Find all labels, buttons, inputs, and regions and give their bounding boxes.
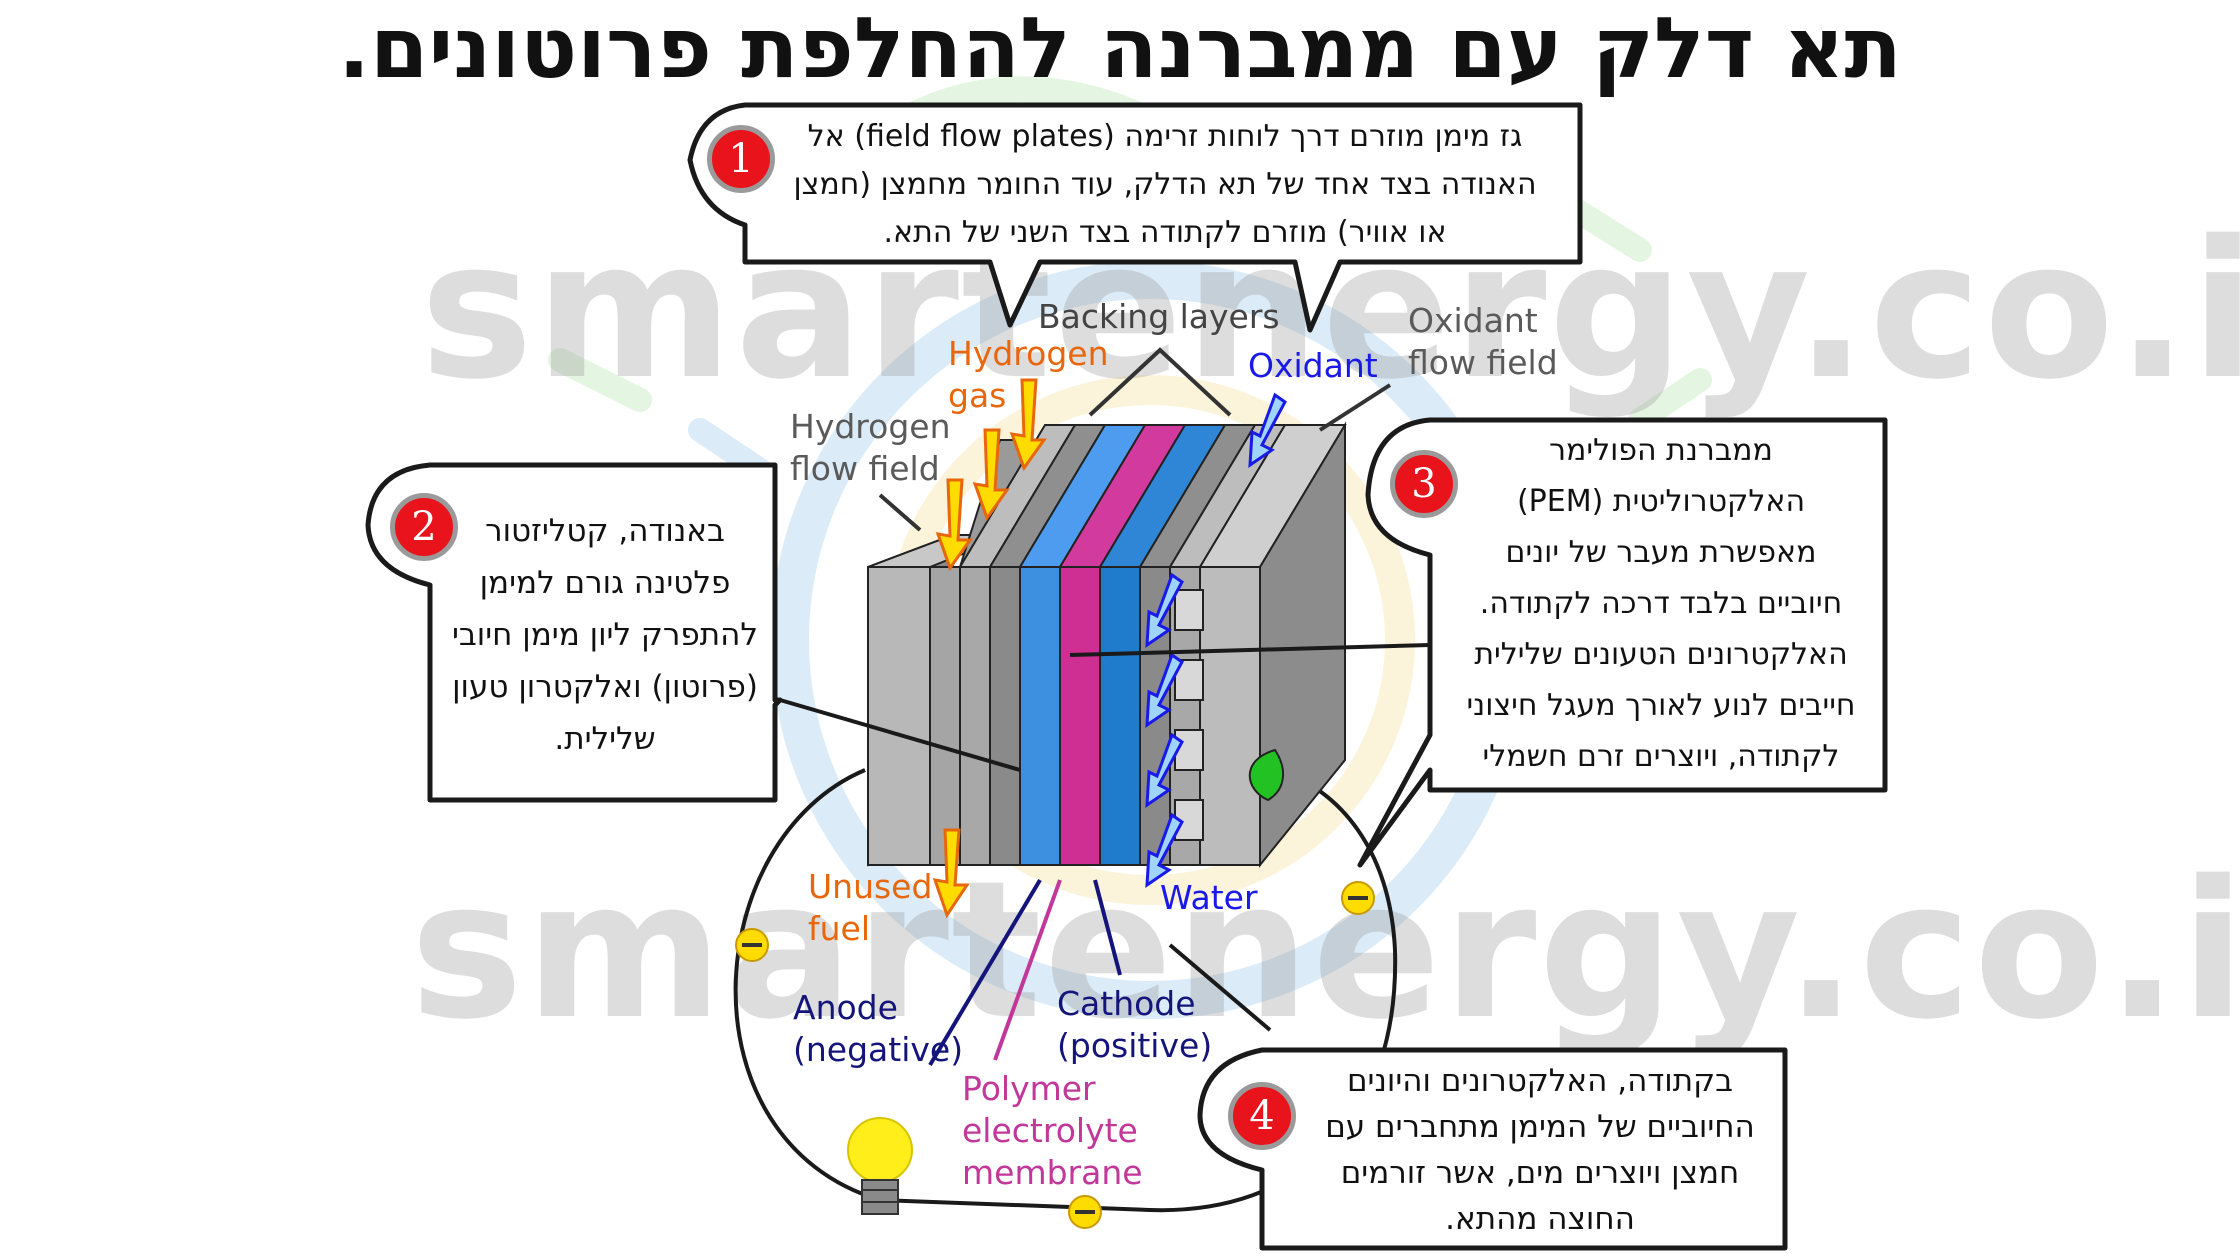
hydrogen-flow-field-plate: [867, 439, 1042, 867]
label-line: Polymer: [962, 1069, 1096, 1108]
hydrogen-arrow-icon: [935, 378, 1047, 572]
label-line: Hydrogen: [948, 334, 1109, 373]
oxidant-label: Oxidant: [1248, 346, 1378, 385]
label-line: Oxidant: [1408, 301, 1538, 340]
callout-2-pointer: [779, 698, 1021, 772]
leaf-icon: [1248, 748, 1284, 802]
callout-line: האנודה בצד אחד של תא הדלק, עוד החומר מחמ…: [793, 167, 1537, 202]
label-line: membrane: [962, 1153, 1143, 1192]
callout-4-bubble: [1197, 1047, 1788, 1251]
label-line: Hydrogen: [790, 407, 951, 446]
page-title: תא דלק עם ממברנה להחלפת פרוטונים.: [338, 0, 1902, 97]
water-label: Water: [1160, 878, 1258, 917]
pem-label: Polymer electrolyte membrane: [962, 1068, 1143, 1194]
callout-line: האלקטרונים הטעונים שלילית: [1474, 637, 1848, 672]
electron-icon: [735, 881, 1375, 1229]
watermark-bottom: smartenergy.co.il: [410, 840, 2240, 1061]
callout-2-bubble: [365, 462, 783, 803]
callout-3-pointer: [1069, 643, 1431, 657]
cathode-label: Cathode (positive): [1057, 983, 1212, 1067]
callout-2-text: באנודה, קטליזטור פלטינה גורם למימן להתפר…: [440, 505, 770, 765]
callout-line: בקתודה, האלקטרונים והיונים: [1346, 1063, 1734, 1099]
layer-stack: [958, 424, 1287, 866]
oxidant-flow-field-pointer: [1318, 383, 1392, 432]
oxidant-flow-field-plate: [1174, 421, 1347, 868]
oxidant-arrow-icon: [1248, 392, 1287, 468]
callout-line: חייבים לנוע לאורך מעגל חיצוני: [1466, 688, 1856, 723]
callout-3-bubble: [1357, 417, 1888, 868]
backing-layers-pointer: [1088, 347, 1232, 417]
oxidant-flow-field-label: Oxidant flow field: [1408, 300, 1558, 384]
anode-label: Anode (negative): [793, 987, 963, 1071]
callout-4-number-badge: 4: [1228, 1082, 1296, 1150]
unused-fuel-arrow-icon: [932, 828, 970, 919]
label-line: Cathode: [1057, 984, 1196, 1023]
label-line: flow field: [1408, 343, 1558, 382]
water-arrow-icon: [1145, 572, 1184, 888]
hydrogen-flow-field-label: Hydrogen flow field: [790, 406, 951, 490]
callout-1-number-badge: 1: [707, 125, 775, 193]
callout-1-bubble: [687, 102, 1583, 333]
callout-4-text: בקתודה, האלקטרונים והיונים החיוביים של ה…: [1300, 1058, 1780, 1242]
unused-fuel-label: Unused fuel: [808, 866, 932, 950]
callout-line: חמצן ויוצרים מים, אשר זורמים: [1340, 1155, 1740, 1191]
cathode-pointer: [1093, 879, 1122, 976]
pem-pointer: [993, 879, 1062, 1061]
callout-1-text: גז מימן מוזרם דרך לוחות זרימה (field flo…: [760, 113, 1570, 257]
callout-line: החיוביים של המימן מתחברים עם: [1325, 1109, 1755, 1145]
callout-line: האלקטרוליטית (PEM): [1516, 484, 1806, 519]
hydrogen-flow-field-pointer: [878, 493, 922, 532]
callout-line: גז מימן מוזרם דרך לוחות זרימה (field flo…: [807, 119, 1523, 154]
callout-line: החוצה מהתא.: [1445, 1201, 1635, 1237]
label-line: (negative): [793, 1030, 964, 1069]
callout-2-number-badge: 2: [390, 493, 458, 561]
label-line: gas: [948, 376, 1007, 415]
label-line: fuel: [808, 909, 871, 948]
callout-line: חיוביים בלבד דרכה לקתודה.: [1479, 586, 1843, 621]
callout-line: (פרוטון) ואלקטרון טעון: [452, 669, 758, 705]
callout-4-pointer: [1168, 943, 1272, 1032]
callout-3-text: ממברנת הפולימר האלקטרוליטית (PEM) מאפשרת…: [1440, 425, 1882, 782]
callout-3-number-badge: 3: [1390, 450, 1458, 518]
callout-line: פלטינה גורם למימן: [479, 565, 731, 601]
callout-line: ממברנת הפולימר: [1549, 433, 1773, 468]
backing-layers-label: Backing layers: [1038, 297, 1280, 336]
callout-line: לקתודה, ויוצרים זרם חשמלי: [1482, 739, 1840, 774]
label-line: (positive): [1057, 1026, 1213, 1065]
anode-pointer: [928, 878, 1042, 1067]
light-bulb-icon: [847, 1117, 913, 1215]
label-line: electrolyte: [962, 1111, 1138, 1150]
callout-line: להתפרק ליון מימן חיובי: [451, 617, 759, 653]
callout-line: באנודה, קטליזטור: [485, 513, 725, 549]
label-line: Unused: [808, 867, 933, 906]
label-line: Anode: [793, 988, 898, 1027]
callout-line: או אוויר) מוזרם לקתודה בצד השני של התא.: [883, 215, 1447, 250]
callout-line: שלילית.: [554, 721, 656, 757]
hydrogen-gas-label: Hydrogen gas: [948, 333, 1109, 417]
label-line: flow field: [790, 449, 940, 488]
callout-line: מאפשרת מעבר של יונים: [1505, 535, 1817, 570]
